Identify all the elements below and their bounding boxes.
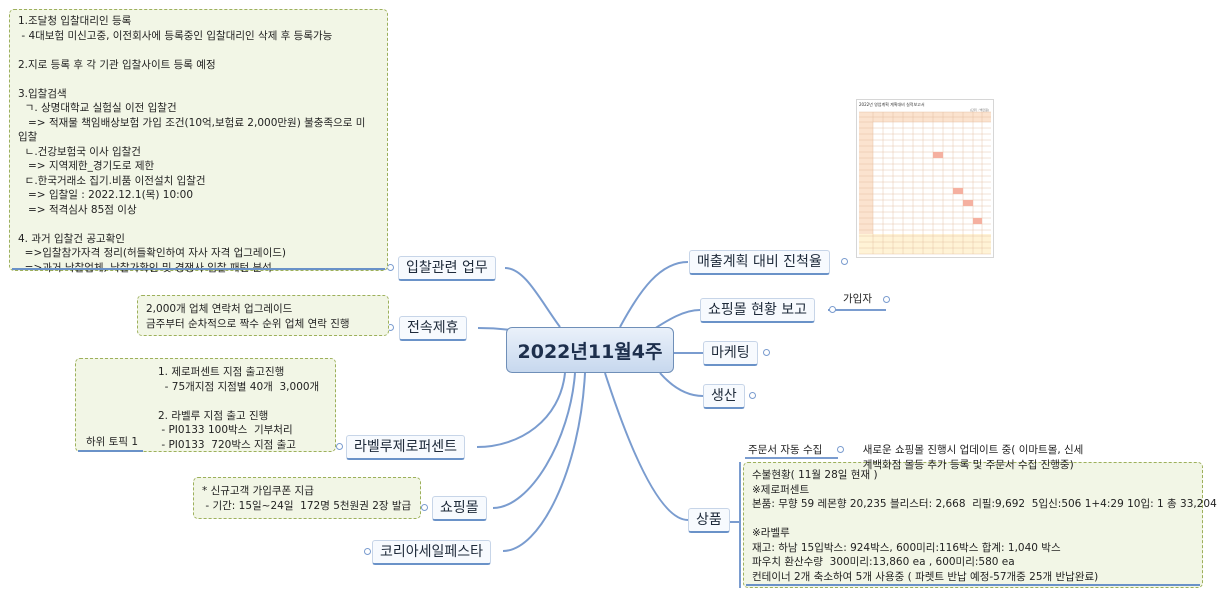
note-line: ㄴ.건강보험국 이사 입찰건 bbox=[18, 145, 141, 158]
note-line: - 기간: 15일~24일 172명 5천원권 2장 발급 bbox=[202, 499, 412, 512]
note-line bbox=[18, 217, 379, 232]
note-line: 입찰 bbox=[18, 131, 38, 143]
note-line: => 적격심사 85점 이상 bbox=[18, 203, 137, 216]
note-line: ㄷ.한국거래소 집기.비품 이전설치 입찰건 bbox=[18, 174, 206, 187]
collapse-dot[interactable] bbox=[387, 264, 394, 271]
topic-korea-sale-festa[interactable]: 코리아세일페스타 bbox=[372, 540, 492, 565]
note-line: 새로운 쇼핑몰 진행시 업데이트 중( 이마트몰, 신세 bbox=[862, 444, 1084, 456]
note-line: 금주부터 순차적으로 짝수 순위 업체 연락 진행 bbox=[146, 317, 350, 330]
note-line: - PI0133 720박스 지점 출고 bbox=[158, 438, 296, 451]
sales-table-title: 2022년 영업계획 계획대비 실적보고서 bbox=[859, 102, 925, 107]
note-underline bbox=[746, 584, 1200, 586]
collapse-dot[interactable] bbox=[421, 504, 428, 511]
collapse-dot[interactable] bbox=[841, 258, 848, 265]
topic-marketing[interactable]: 마케팅 bbox=[703, 341, 758, 366]
note-line: - 4대보험 미신고중, 이전회사에 등록중인 입찰대리인 삭제 후 등록가능 bbox=[18, 29, 333, 42]
topic-production[interactable]: 생산 bbox=[703, 384, 745, 409]
note-line: =>입찰참가자격 정리(허들확인하여 자사 자격 업그레이드) bbox=[18, 247, 286, 259]
sales-table-grid bbox=[859, 111, 991, 255]
subtopic-order-collect[interactable]: 주문서 자동 수집 bbox=[748, 444, 823, 456]
note-line: 2,000개 업체 연락처 업그레이드 bbox=[146, 303, 293, 315]
note-line: 2. 라벨루 지점 출고 진행 bbox=[158, 409, 269, 422]
note-line: * 신규고객 가입쿠폰 지급 bbox=[202, 485, 314, 497]
note-line bbox=[158, 394, 319, 409]
note-lines: 1. 제로퍼센트 지점 출고진행 - 75개지점 지점별 40개 3,000개 … bbox=[158, 365, 319, 452]
sales-table-unit: (단위 : 백만원) bbox=[969, 108, 989, 112]
note-line: 2.지로 등록 후 각 기관 입찰사이트 등록 예정 bbox=[18, 58, 216, 71]
note-line: => 적재물 책임배상보험 가입 조건(10억,보험료 2,000만원) 불충족… bbox=[18, 116, 366, 129]
topic-labelu-zeropercent[interactable]: 라벨루제로퍼센트 bbox=[346, 435, 466, 460]
note-line: 수불현황( 11월 28일 현재 ) bbox=[752, 469, 878, 481]
note-line: - PI0133 100박스 기부처리 bbox=[158, 424, 293, 436]
note-line: 1.조달청 입찰대리인 등록 bbox=[18, 15, 132, 27]
collapse-dot[interactable] bbox=[883, 296, 890, 303]
central-topic[interactable]: 2022년11월4주 bbox=[506, 327, 674, 373]
note-line: 3.입찰검색 bbox=[18, 87, 67, 100]
note-line: ※제로퍼센트 bbox=[752, 483, 810, 496]
note-line: 재고: 하남 15입박스: 924박스, 600미리:116박스 합계: 1,0… bbox=[752, 541, 1061, 554]
note-line: ※라벨루 bbox=[752, 527, 790, 539]
subtopic-subscriber[interactable]: 가입자 bbox=[843, 293, 872, 305]
note-underline bbox=[12, 268, 385, 270]
topic-exclusive-partner[interactable]: 전속제휴 bbox=[399, 316, 467, 341]
note-line: 파우치 환산수량 300미리:13,860 ea , 600미리:580 ea bbox=[752, 556, 1015, 568]
sales-table-image: 2022년 영업계획 계획대비 실적보고서 (단위 : 백만원) bbox=[856, 99, 994, 258]
collapse-dot[interactable] bbox=[749, 392, 756, 399]
note-product: 수불현황( 11월 28일 현재 ) ※제로퍼센트 본품: 무향 59 레몬향 … bbox=[743, 462, 1217, 588]
note-line: =>과거 낙찰업체, 낙찰가확인 및 경쟁사 입찰 패턴 분석 bbox=[18, 261, 379, 276]
note-line: 4. 과거 입찰건 공고확인 bbox=[18, 232, 125, 245]
note-line bbox=[752, 512, 1194, 527]
collapse-dot[interactable] bbox=[763, 349, 770, 356]
note-line: 컨테이너 2개 축소하여 5개 사용중 ( 파렛트 반납 예정-57개중 25개… bbox=[752, 570, 1099, 583]
sub-topic-1[interactable]: 하위 토픽 1 bbox=[86, 436, 138, 448]
note-line: => 지역제한_경기도로 제한 bbox=[18, 160, 155, 172]
topic-sales-progress[interactable]: 매출계획 대비 진척율 bbox=[689, 250, 830, 275]
note-shopping-mall: * 신규고객 가입쿠폰 지급 - 기간: 15일~24일 172명 5천원권 2… bbox=[193, 477, 421, 519]
collapse-dot[interactable] bbox=[837, 446, 844, 453]
note-line: 계백화점 몰등 추가 등록 및 주문서 수집 진행중) bbox=[862, 459, 1074, 471]
collapse-dot[interactable] bbox=[829, 306, 836, 313]
note-line: ㄱ. 상명대학교 실험실 이전 입찰건 bbox=[18, 102, 177, 114]
topic-shopping-mall[interactable]: 쇼핑몰 bbox=[432, 496, 487, 521]
note-labelu-zeropercent: 1. 제로퍼센트 지점 출고진행 - 75개지점 지점별 40개 3,000개 … bbox=[75, 358, 336, 452]
note-line bbox=[18, 72, 379, 87]
note-bid-work: 1.조달청 입찰대리인 등록 - 4대보험 미신고중, 이전회사에 등록중인 입… bbox=[9, 9, 388, 274]
sub-topic-underline bbox=[78, 450, 143, 452]
order-collect-note: 새로운 쇼핑몰 진행시 업데이트 중( 이마트몰, 신세 계백화점 몰등 추가 … bbox=[856, 428, 1084, 473]
note-line: 본품: 무향 59 레몬향 20,235 블리스터: 2,668 리필:9,69… bbox=[752, 498, 1217, 510]
note-line: 1. 제로퍼센트 지점 출고진행 bbox=[158, 366, 285, 378]
topic-bid-work[interactable]: 입찰관련 업무 bbox=[398, 256, 496, 281]
note-line bbox=[18, 43, 379, 58]
note-exclusive-partner: 2,000개 업체 연락처 업그레이드 금주부터 순차적으로 짝수 순위 업체 … bbox=[137, 295, 389, 336]
collapse-dot[interactable] bbox=[336, 443, 343, 450]
topic-mall-status-report[interactable]: 쇼핑몰 현황 보고 bbox=[700, 298, 816, 323]
note-line: - 75개지점 지점별 40개 3,000개 bbox=[158, 380, 320, 393]
note-line: => 입찰일 : 2022.12.1(목) 10:00 bbox=[18, 189, 194, 201]
topic-product[interactable]: 상품 bbox=[688, 508, 730, 533]
collapse-dot[interactable] bbox=[364, 548, 371, 555]
